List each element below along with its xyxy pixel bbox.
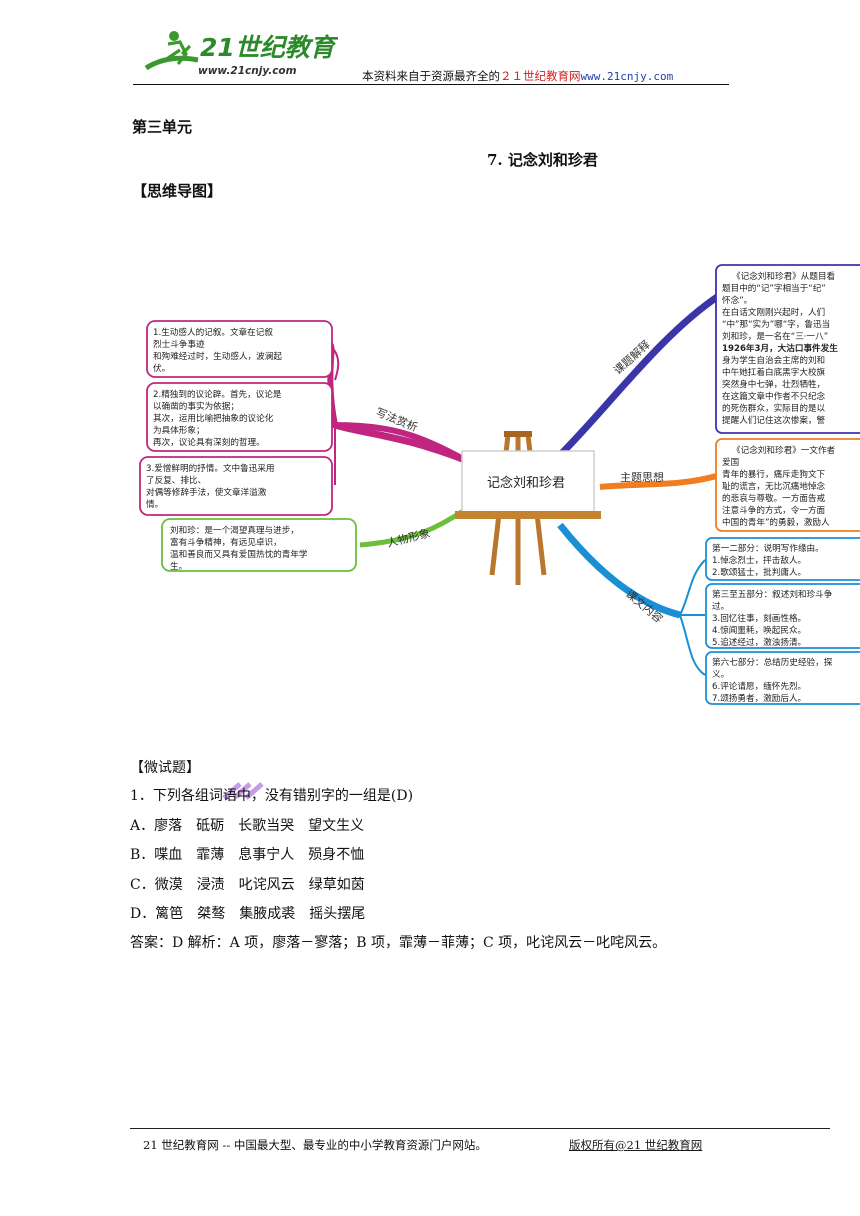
- content-box-2-line-4: 4.惊闻噩耗，唤起民众。: [712, 624, 806, 636]
- mindmap-section-title: 【思维导图】: [132, 182, 223, 200]
- writing-box-2-line-4: 为具体形象；: [153, 424, 205, 436]
- theme-branch: [599, 472, 721, 490]
- title-box-line-1: 《记念刘和珍君》从题目看: [732, 270, 836, 282]
- quiz-option-a: A．廖落 砥砺 长歌当哭 望文生义: [130, 818, 365, 834]
- title-box-line-10: 突然身中七弹，壮烈牺牲，: [722, 378, 825, 390]
- theme-box-line-2: 爱国: [722, 457, 739, 468]
- logo-text: 21世纪教育: [200, 33, 338, 62]
- content-box-3-line-3: 6.评论请愿，缅怀先烈。: [712, 680, 806, 692]
- quiz-option-d: D．篱笆 桀骜 集腋成裘 摇头摆尾: [130, 906, 366, 922]
- writing-box-3-line-1: 3.爱憎鲜明的抒情。文中鲁迅采用: [146, 462, 275, 474]
- mindmap: 1.生动感人的记叙。文章在记叙 烈士斗争事迹 和殉难经过时，生动感人，波澜起 伏…: [120, 255, 860, 725]
- title-box-line-3: 怀念”。: [722, 294, 752, 306]
- title-box-line-13: 提醒人们记住这次惨案，警: [722, 414, 826, 426]
- character-box-line-2: 富有斗争精神，有远见卓识，: [170, 536, 282, 548]
- title-box-line-8: 身为学生自治会主席的刘和: [722, 354, 825, 366]
- content-box-3-line-2: 义。: [712, 669, 729, 680]
- header-source: 本资料来自于资源最齐全的２１世纪教育网www.21cnjy.com: [362, 68, 673, 84]
- title-branch: [557, 292, 722, 458]
- unit-title: 第三单元: [132, 118, 193, 136]
- quiz-question: 1．下列各组词语中，没有错别字的一组是(D): [130, 788, 414, 804]
- title-box-line-6: 刘和珍，是一名在“三·一八”: [722, 330, 828, 342]
- writing-box-1-line-2: 烈士斗争事迹: [153, 338, 205, 350]
- theme-box-line-5: 的悲哀与尊敬。一方面告戒: [722, 492, 826, 504]
- theme-box-line-6: 注意斗争的方式，令一方面: [722, 504, 826, 516]
- character-box-line-1: 刘和珍：是一个渴望真理与进步，: [170, 524, 299, 536]
- character-box-line-4: 生。: [170, 560, 187, 572]
- writing-box-2-line-2: 以确凿的事实为依据；: [153, 400, 239, 412]
- content-box-2-line-5: 5.追述经过，激浊扬清。: [712, 636, 806, 648]
- writing-box-1-line-1: 1.生动感人的记叙。文章在记叙: [153, 326, 273, 338]
- title-box-line-7: 1926年3月，大沽口事件发生: [722, 342, 838, 354]
- content-box-1-line-2: 1.悼念烈士，抨击敌人。: [712, 554, 806, 566]
- theme-box-line-4: 耻的谎言，无比沉痛地悼念: [722, 480, 826, 492]
- writing-box-2-line-3: 其次，运用比喻把抽象的议论化: [153, 412, 274, 424]
- writing-branch: [327, 342, 467, 463]
- title-box-line-5: “中”那“实为”哪“字，鲁迅当: [722, 318, 830, 330]
- easel-icon: [455, 431, 601, 585]
- header-site-url[interactable]: www.21cnjy.com: [580, 70, 674, 83]
- header-site-name[interactable]: ２１世纪教育网: [500, 69, 581, 83]
- content-box-1-line-3: 2.歌颂猛士，批判庸人。: [712, 566, 806, 578]
- content-box-1-line-1: 第一二部分：说明写作缘由。: [712, 542, 824, 554]
- theme-branch-label: 主题思想: [620, 470, 664, 484]
- writing-box-2-line-1: 2.精独到的议论辟。首先，议论是: [153, 388, 282, 400]
- content-box-3-line-4: 7.颂扬勇者，激励后人。: [712, 692, 806, 704]
- content-box-2-line-2: 过。: [712, 600, 729, 612]
- footer-text: 21 世纪教育网 -- 中国最大型、最专业的中小学教育资源门户网站。: [143, 1138, 487, 1152]
- character-branch-label: 人物形象: [385, 526, 431, 550]
- content-box-2-line-3: 3.回忆往事，刻画性格。: [712, 612, 806, 624]
- writing-box-2-line-5: 再次，议论具有深刻的哲理。: [153, 436, 265, 448]
- writing-box-1-line-3: 和殉难经过时，生动感人，波澜起: [153, 350, 282, 362]
- logo-url: www.21cnjy.com: [198, 65, 297, 77]
- title-box-line-4: 在白话文刚刚兴起时，人们: [722, 306, 825, 318]
- quiz-option-b: B．喋血 霏薄 息事宁人 殒身不恤: [130, 847, 365, 863]
- writing-box-3-line-3: 对偶等修辞手法，使文章洋溢激: [146, 486, 267, 498]
- content-branch: [557, 522, 681, 619]
- logo-swoosh: [144, 55, 199, 71]
- quiz-answer: 答案：D 解析：A 项，廖落－寥落；B 项，霏薄－菲薄；C 项，叱诧风云－叱咤风…: [130, 935, 667, 951]
- writing-box-1-line-4: 伏。: [153, 362, 170, 374]
- header-divider: [133, 84, 729, 85]
- highlight-mark: [220, 780, 278, 802]
- writing-box-3-line-4: 情。: [146, 498, 163, 510]
- character-box-line-3: 温和善良而又具有爱国热忱的青年学: [170, 548, 308, 560]
- header-prefix: 本资料来自于资源最齐全的: [362, 69, 500, 83]
- title-box-line-12: 的死伤群众，实际目的是以: [722, 402, 826, 414]
- quiz-section-title: 【微试题】: [130, 760, 200, 776]
- lesson-title: 7. 记念刘和珍君: [487, 151, 598, 169]
- theme-box-line-3: 青年的暴行，痛斥走狗文下: [722, 468, 826, 480]
- content-box-2-line-1: 第三至五部分：叙述刘和珍斗争: [712, 588, 833, 600]
- theme-box-line-7: 中国的青年”的勇毅，激励人: [722, 516, 830, 528]
- quiz-option-c: C．微漠 浸渍 叱诧风云 绿草如茵: [130, 877, 365, 893]
- site-logo[interactable]: 21世纪教育 www.21cnjy.com: [138, 24, 339, 82]
- title-box-line-9: 中午她扛着白底黑字大校旗: [722, 366, 826, 378]
- footer-divider: [130, 1128, 830, 1129]
- center-node: 记念刘和珍君: [487, 475, 565, 491]
- theme-box-line-1: 《记念刘和珍君》一文作者: [732, 444, 836, 456]
- title-box-line-11: 在这篇文章中作者不只纪念: [722, 390, 826, 402]
- footer-copyright-link[interactable]: 版权所有@21 世纪教育网: [569, 1138, 703, 1152]
- title-box-line-2: 题目中的“记”字相当于“纪”: [722, 282, 826, 294]
- writing-box-3-line-2: 了反复、排比、: [146, 474, 206, 486]
- content-box-3-line-1: 第六七部分：总结历史经验，探: [712, 656, 833, 668]
